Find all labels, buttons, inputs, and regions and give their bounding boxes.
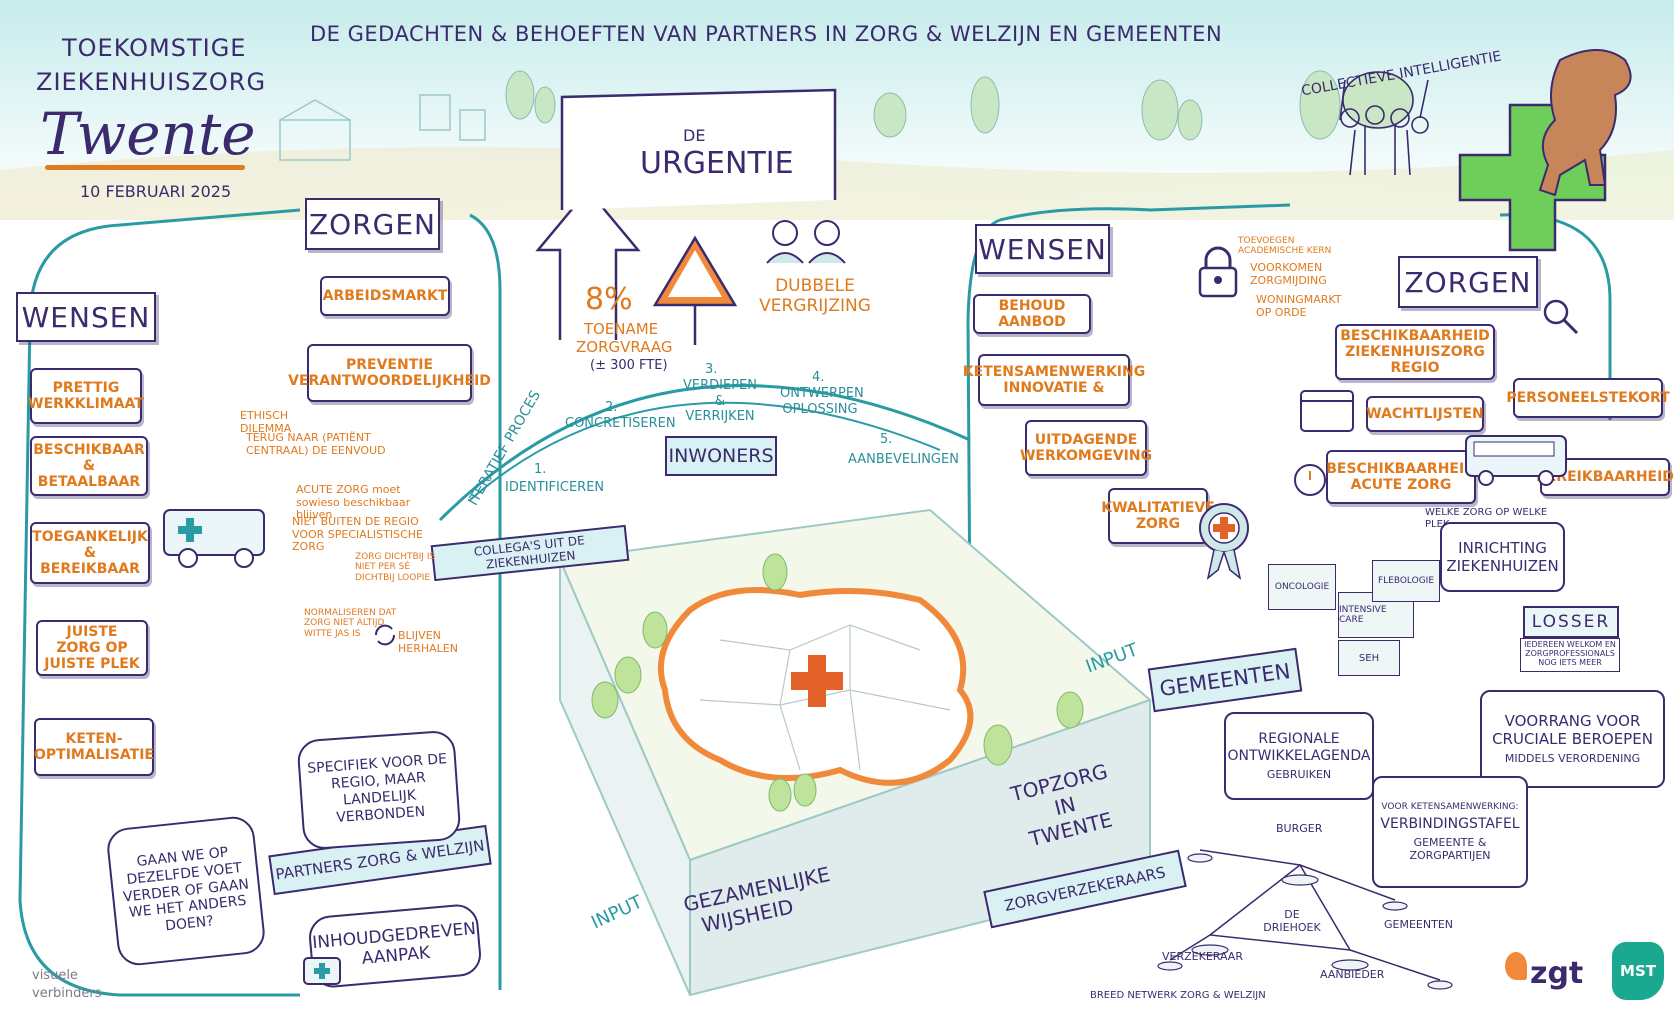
right-zorg-personeel: PERSONEELSTEKORT bbox=[1506, 378, 1670, 418]
stat-value: 8% bbox=[585, 282, 633, 317]
bus-icon bbox=[1465, 435, 1567, 486]
network-aanbieder: AANBIEDER bbox=[1320, 968, 1385, 981]
note-niet-buiten: NIET BUITEN DE REGIO VOOR SPECIALISTISCH… bbox=[292, 515, 424, 554]
mst-logo: MST bbox=[1612, 942, 1664, 1000]
voorrang-text: VOORRANG VOOR CRUCIALE BEROEPEN bbox=[1492, 712, 1653, 749]
regionale-text: REGIONALE ONTWIKKELAGENDA bbox=[1227, 731, 1371, 764]
left-wens-toegankelijk: TOEGANKELIJK & BEREIKBAAR bbox=[30, 522, 150, 584]
maker-logo-line1: visuele bbox=[32, 968, 78, 983]
stopwatch-icon bbox=[1294, 464, 1326, 496]
magnifier-icon bbox=[1543, 299, 1579, 335]
right-zorgen-header: ZORGEN bbox=[1398, 256, 1538, 308]
left-zorgen-header: ZORGEN bbox=[305, 198, 440, 250]
title-line2: ZIEKENHUISZORG bbox=[36, 68, 267, 96]
box-flebologie: FLEBOLOGIE bbox=[1372, 560, 1440, 602]
box-oncologie: ONCOLOGIE bbox=[1268, 564, 1336, 610]
step-1-number: 1. bbox=[534, 462, 547, 477]
note-acute: ACUTE ZORG moet sowieso beschikbaar blij… bbox=[296, 483, 411, 522]
left-wens-keten: KETEN-OPTIMALISATIE bbox=[34, 718, 154, 776]
voorrang-bubble: VOORRANG VOOR CRUCIALE BEROEPEN MIDDELS … bbox=[1480, 690, 1665, 788]
title-line1: TOEKOMSTIGE bbox=[62, 34, 247, 62]
regionale-sub: GEBRUIKEN bbox=[1266, 767, 1332, 781]
stat-text: TOENAME ZORGVRAAG bbox=[576, 320, 673, 356]
step-4-number: 4. bbox=[812, 370, 825, 385]
first-aid-kit-icon bbox=[303, 957, 341, 985]
lock-note-academisch: TOEVOEGEN ACADEMISCHE KERN bbox=[1238, 236, 1332, 257]
step-5-number: 5. bbox=[880, 432, 893, 447]
right-wensen-header: WENSEN bbox=[975, 224, 1110, 274]
step-1-label: IDENTIFICEREN bbox=[505, 480, 605, 495]
region-title: Twente bbox=[40, 100, 256, 168]
repeat-cycle-icon bbox=[374, 624, 396, 646]
lock-icon bbox=[1198, 246, 1238, 298]
stat-sub: (± 300 FTE) bbox=[590, 358, 668, 373]
network-gemeenten: GEMEENTEN bbox=[1384, 918, 1453, 931]
regionale-bubble: REGIONALE ONTWIKKELAGENDA GEBRUIKEN bbox=[1224, 712, 1374, 800]
inwoners-banner: INWONERS bbox=[665, 436, 777, 476]
note-herhalen: BLIJVEN HERHALEN bbox=[398, 629, 458, 655]
right-zorg-acute: BESCHIKBAARHEID ACUTE ZORG bbox=[1326, 450, 1476, 504]
losser-sign: LOSSER bbox=[1523, 606, 1619, 638]
network-verzekeraar: VERZEKERAAR bbox=[1162, 950, 1243, 963]
right-zorg-wachtlijsten: WACHTLIJSTEN bbox=[1366, 396, 1484, 432]
left-wensen-header: WENSEN bbox=[16, 292, 156, 342]
verbind-bubble: VOOR KETENSAMENWERKING: VERBINDINGSTAFEL… bbox=[1372, 776, 1528, 888]
maker-logo-line2: verbinders bbox=[32, 986, 102, 1001]
question-bubble: GAAN WE OP DEZELFDE VOET VERDER OF GAAN … bbox=[105, 814, 267, 968]
zgt-logo: zgt bbox=[1530, 956, 1584, 991]
right-wens-keten: KETENSAMENWERKING INNOVATIE & bbox=[963, 354, 1145, 406]
inrichting-note: WELKE ZORG OP WELKE PLEK bbox=[1425, 507, 1548, 530]
urgency-title: URGENTIE bbox=[640, 146, 794, 181]
left-zorg-arbeidsmarkt: ARBEIDSMARKT bbox=[320, 276, 450, 316]
note-terug: TERUG NAAR (PATIËNT CENTRAAL) DE EENVOUD bbox=[246, 431, 386, 457]
network-driehoek: DE DRIEHOEK bbox=[1263, 908, 1321, 934]
event-date: 10 FEBRUARI 2025 bbox=[80, 182, 232, 201]
voorrang-sub: MIDDELS VERORDENING bbox=[1504, 752, 1641, 766]
verbind-note: VOOR KETENSAMENWERKING: bbox=[1381, 802, 1519, 813]
lock-note-zorgmijding: VOORKOMEN ZORGMIJDING bbox=[1250, 261, 1327, 287]
note-dichtbij: ZORG DICHTBIJ IS NIET PER SÉ DICHTBIJ LO… bbox=[355, 552, 436, 583]
box-seh: SEH bbox=[1338, 640, 1400, 676]
left-wens-werkklimaat: PRETTIG WERKKLIMAAT bbox=[28, 368, 144, 424]
losser-note: IEDEREEN WELKOM EN ZORGPROFESSIONALS NOG… bbox=[1520, 638, 1620, 672]
inrichting-bubble: INRICHTING ZIEKENHUIZEN bbox=[1440, 522, 1565, 592]
left-wens-juiste-zorg: JUISTE ZORG OP JUISTE PLEK bbox=[36, 620, 148, 676]
quality-rosette-icon bbox=[1199, 503, 1249, 580]
left-zorg-preventie: PREVENTIE VERANTWOORDELIJKHEID bbox=[288, 344, 491, 402]
specifiek-bubble: SPECIFIEK VOOR DE REGIO, MAAR LANDELIJK … bbox=[296, 729, 462, 851]
left-wens-beschikbaar: BESCHIKBAAR & BETAALBAAR bbox=[30, 436, 148, 496]
network-burger: BURGER bbox=[1276, 822, 1323, 835]
right-wens-kwalitatief: KWALITATIEVE ZORG bbox=[1101, 488, 1215, 544]
network-breed: BREED NETWERK ZORG & WELZIJN bbox=[1090, 990, 1266, 1001]
right-wens-behoud: BEHOUD AANBOD bbox=[973, 294, 1091, 334]
aging-label: DUBBELE VERGRIJZING bbox=[759, 276, 871, 317]
right-wens-uitdagend: UITDAGENDE WERKOMGEVING bbox=[1020, 420, 1152, 476]
urgency-de: DE bbox=[683, 126, 706, 145]
mst-logo-text: MST bbox=[1620, 962, 1656, 980]
verbind-text: VERBINDINGSTAFEL bbox=[1380, 815, 1520, 832]
step-5-label: AANBEVELINGEN bbox=[848, 452, 959, 467]
elderly-couple-icon bbox=[766, 220, 846, 264]
ambulance-icon bbox=[163, 509, 265, 568]
step-2-label: CONCRETISEREN bbox=[565, 416, 676, 431]
page-subtitle: DE GEDACHTEN & BEHOEFTEN VAN PARTNERS IN… bbox=[310, 22, 1223, 46]
right-zorg-beschikbaarheid-regio: BESCHIKBAARHEID ZIEKENHUISZORG REGIO bbox=[1335, 324, 1495, 380]
step-3-label: VERDIEPEN & VERRIJKEN bbox=[683, 378, 757, 425]
zgt-logo-mark bbox=[1505, 952, 1527, 980]
step-4-label: ONTWERPEN OPLOSSING bbox=[780, 386, 864, 417]
step-2-number: 2. bbox=[605, 400, 618, 415]
lock-note-woningmarkt: WONINGMARKT OP ORDE bbox=[1256, 293, 1342, 319]
calendar-icon bbox=[1300, 390, 1354, 432]
step-3-number: 3. bbox=[705, 362, 718, 377]
note-ethisch: ETHISCH DILEMMA bbox=[240, 409, 292, 435]
region-underline bbox=[45, 165, 245, 170]
note-normaliseren: NORMALISEREN DAT ZORG NIET ALTIJD WITTE … bbox=[304, 608, 397, 639]
verbind-sub: GEMEENTE & ZORGPARTIJEN bbox=[1409, 835, 1491, 862]
